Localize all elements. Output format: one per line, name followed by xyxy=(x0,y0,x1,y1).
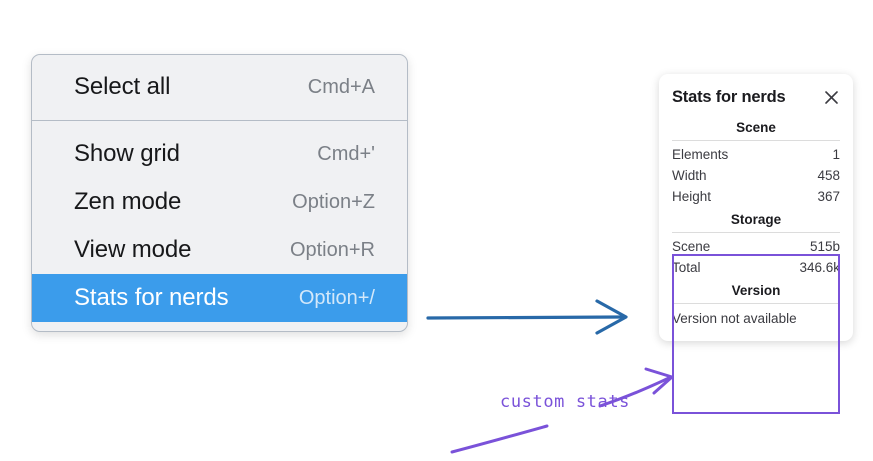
section-rule xyxy=(672,140,840,141)
purple-underline-stroke xyxy=(450,424,549,454)
section-title-version: Version xyxy=(731,283,781,298)
menu-separator xyxy=(32,120,407,121)
stat-value: 367 xyxy=(817,189,840,204)
menu-item-label: Show grid xyxy=(74,140,180,167)
panel-body: Scene Elements 1 Width 458 Height 367 St… xyxy=(659,115,853,341)
stat-row-elements: Elements 1 xyxy=(672,144,840,165)
menu-item-label: View mode xyxy=(74,236,192,263)
stat-row-width: Width 458 xyxy=(672,165,840,186)
stat-row-height: Height 367 xyxy=(672,186,840,207)
menu-item-stats-for-nerds[interactable]: Stats for nerds Option+/ xyxy=(32,274,407,322)
version-value: Version not available xyxy=(672,311,797,326)
menu-item-zen-mode[interactable]: Zen mode Option+Z xyxy=(32,178,407,226)
menu-group-1: Select all Cmd+A xyxy=(32,55,407,120)
menu-item-shortcut: Cmd+A xyxy=(307,75,375,98)
blue-arrow xyxy=(426,299,628,335)
section-rule xyxy=(672,232,840,233)
panel-header: Stats for nerds xyxy=(659,74,853,115)
context-menu[interactable]: Select all Cmd+A Show grid Cmd+' Zen mod… xyxy=(31,54,408,332)
menu-item-label: Zen mode xyxy=(74,188,182,215)
section-title-storage: Storage xyxy=(730,212,782,227)
menu-item-shortcut: Option+/ xyxy=(298,286,375,309)
panel-title: Stats for nerds xyxy=(672,88,786,106)
close-icon[interactable] xyxy=(823,89,840,106)
stat-key: Scene xyxy=(672,239,711,254)
section-rule xyxy=(672,303,840,304)
stat-key: Height xyxy=(672,189,712,204)
menu-item-label: Select all xyxy=(74,73,171,100)
stat-key: Total xyxy=(672,260,701,275)
stat-value: 515b xyxy=(809,239,840,254)
menu-item-view-mode[interactable]: View mode Option+R xyxy=(32,226,407,274)
stat-value: 1 xyxy=(832,147,840,162)
menu-item-show-grid[interactable]: Show grid Cmd+' xyxy=(32,130,407,178)
stat-value: 458 xyxy=(817,168,840,183)
menu-item-shortcut: Option+R xyxy=(289,238,375,261)
custom-stats-annotation-label: custom stats xyxy=(500,392,631,412)
stat-value: 346.6k xyxy=(799,260,840,275)
menu-item-select-all[interactable]: Select all Cmd+A xyxy=(32,63,407,111)
stat-key: Width xyxy=(672,168,707,183)
menu-group-2: Show grid Cmd+' Zen mode Option+Z View m… xyxy=(32,121,407,331)
menu-item-shortcut: Option+Z xyxy=(292,190,375,213)
stats-for-nerds-panel: Stats for nerds Scene Elements 1 Width 4… xyxy=(659,74,853,341)
menu-item-shortcut: Cmd+' xyxy=(317,142,375,165)
stat-row-storage-total: Total 346.6k xyxy=(672,257,840,278)
stat-key: Elements xyxy=(672,147,729,162)
section-title-scene: Scene xyxy=(736,120,776,135)
stat-row-storage-scene: Scene 515b xyxy=(672,236,840,257)
menu-item-label: Stats for nerds xyxy=(74,284,229,311)
